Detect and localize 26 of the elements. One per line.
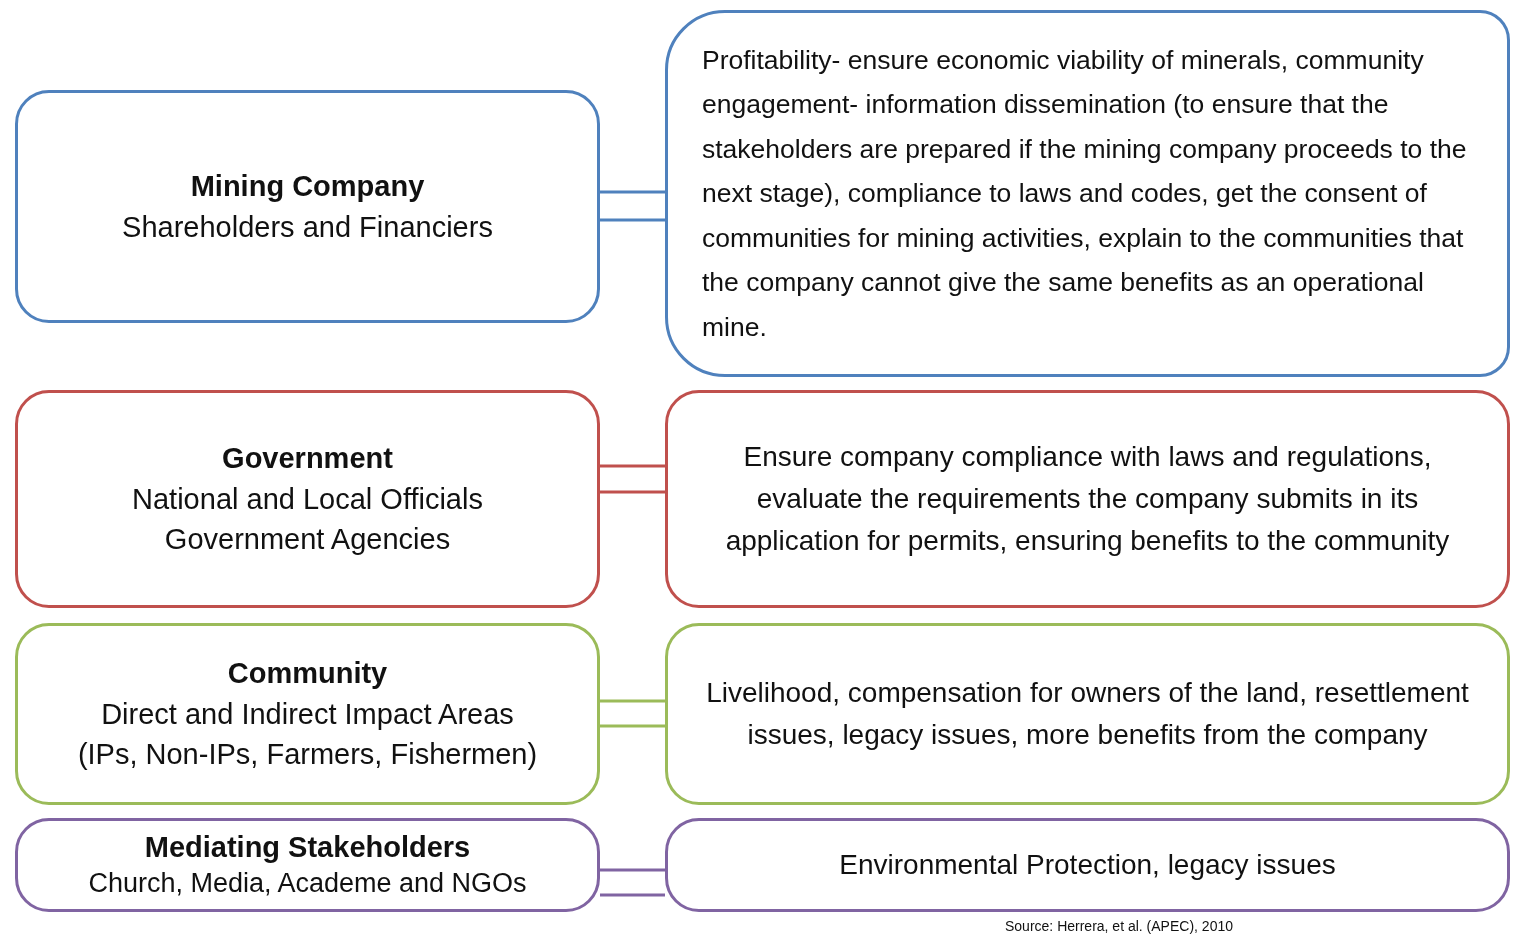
stakeholder-box — [15, 90, 600, 323]
stakeholder-title: Government — [222, 441, 393, 477]
interest-box — [665, 818, 1510, 912]
stakeholder-box — [15, 390, 600, 608]
stakeholder-title: Mediating Stakeholders — [144, 829, 471, 865]
connector — [598, 464, 667, 494]
connector — [598, 699, 667, 728]
description-text: Direct and Indirect Impact Areas — [101, 696, 514, 732]
description-text: Shareholders and Financiers — [122, 209, 493, 245]
stakeholder-box — [15, 818, 600, 912]
description-text: Livelihood, compensation for owners of the land, resettlement issues, legacy issues, more benefits from the company — [705, 676, 1470, 752]
connector — [598, 190, 667, 222]
interest-box — [665, 390, 1510, 608]
description-text: Church, Media, Academe and NGOs — [88, 867, 527, 901]
description-text: Environmental Protection, legacy issues — [838, 848, 1337, 882]
stakeholder-title: Community — [227, 656, 388, 692]
stakeholder-title: Mining Company — [190, 168, 425, 204]
description-text: National and Local Officials — [132, 481, 483, 517]
description-text: Government Agencies — [164, 522, 451, 558]
interest-box — [665, 10, 1510, 377]
description-text: Ensure company compliance with laws and regulations, evaluate the requirements the company submits in its application for permits, ensuring benefits to the community — [724, 440, 1451, 558]
description-text: (IPs, Non-IPs, Farmers, Fishermen) — [77, 737, 538, 773]
connector — [598, 868, 667, 897]
interest-box — [665, 623, 1510, 805]
description-text: Profitability- ensure economic viability of minerals, community engagement- information dissemination (to ensure that the stakeholders are prepared if the mining company proceeds to the next stage), compliance to laws and codes, get the consent of communities for mining activities, explain to the communities that the company cannot give the same benefits as an operational mine. — [702, 43, 1468, 344]
stakeholder-box — [15, 623, 600, 805]
